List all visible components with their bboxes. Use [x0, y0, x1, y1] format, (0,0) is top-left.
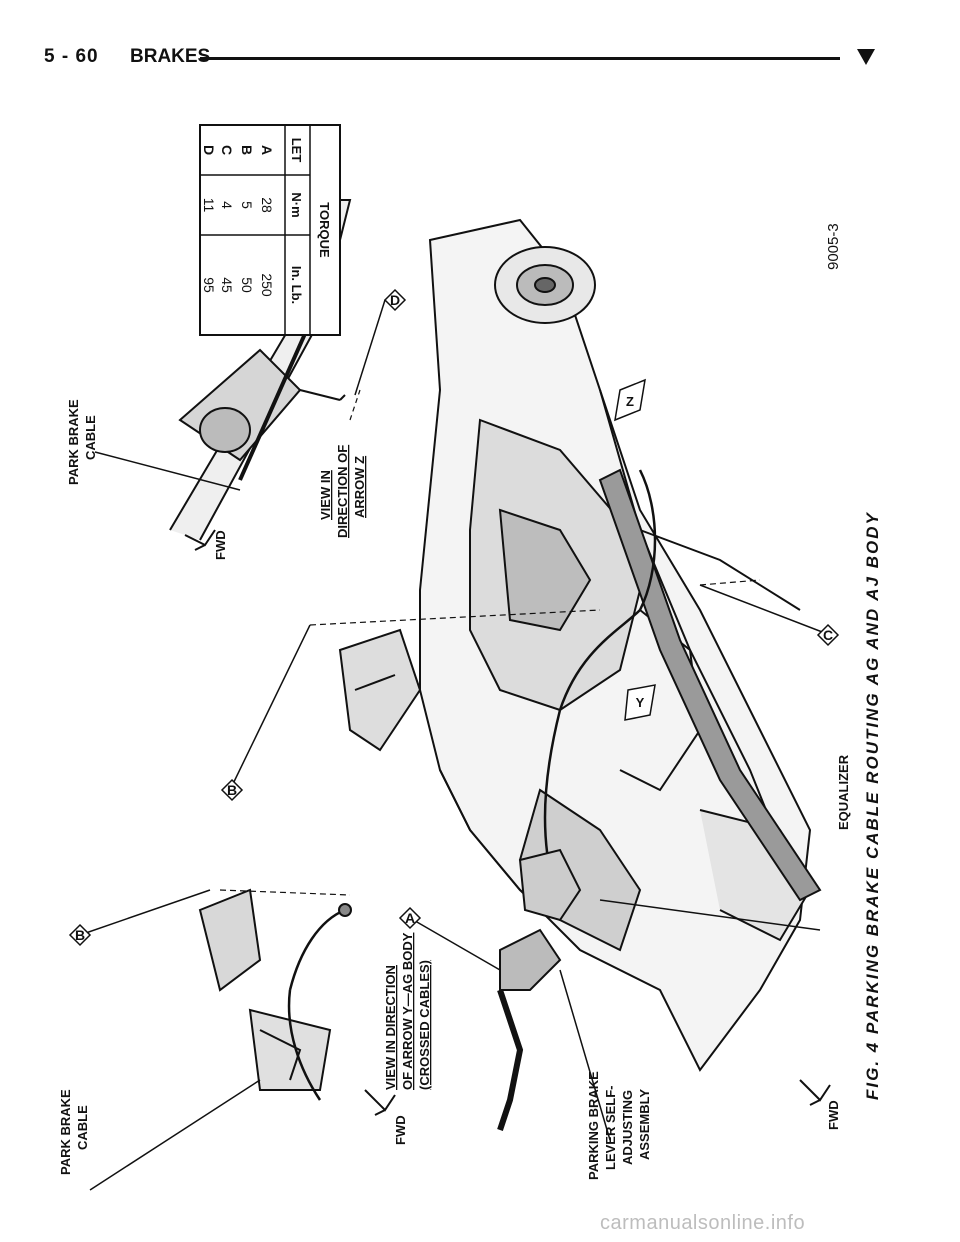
figure-label-text: CABLE [83, 415, 98, 460]
torque-row: A 28 250 [259, 145, 275, 297]
torque-title: TORQUE [317, 202, 332, 258]
view-z-inset [169, 199, 352, 541]
figure-label-text: 250 [259, 273, 275, 297]
torque-row: C 4 45 [219, 145, 235, 293]
figure-label-text: 45 [219, 277, 235, 293]
torque-header-inlb: In. Lb. [289, 266, 304, 304]
view-y-inset [198, 888, 352, 1101]
callout-a: A [398, 906, 422, 930]
fwd-top-arrow-icon [184, 529, 216, 551]
torque-header-let: LET [289, 138, 304, 163]
park-brake-cable-top-label: PARK BRAKE [66, 399, 81, 485]
park-brake-cable-left-label: PARK BRAKE [58, 1089, 73, 1175]
leader-lines [79, 299, 831, 1191]
fwd-bottom-arrow-icon [799, 1079, 831, 1106]
arrow-y-icon: Y [624, 684, 656, 721]
callout-b-left: B [68, 923, 92, 947]
page-header: 5 - 60 BRAKES [0, 0, 960, 110]
torque-table: TORQUE LET N·m In. Lb. A 28 250 B 5 50 C… [199, 124, 341, 336]
figure-label-text: OF ARROW Y—AG BODY [400, 932, 415, 1090]
figure-label-text: B [227, 782, 237, 798]
figure-label-text: ADJUSTING [620, 1090, 635, 1165]
figure-label-text: (CROSSED CABLES) [417, 960, 432, 1090]
page-number: 5 - 60 [44, 46, 99, 67]
figure-id: 9005-3 [825, 223, 842, 270]
figure-label-text: LEVER SELF- [603, 1085, 618, 1170]
floor-pan-drawing [219, 218, 822, 1131]
fwd-top-label: FWD [213, 530, 228, 560]
watermark: carmanualsonline.info [600, 1212, 806, 1234]
equalizer-label: EQUALIZER [836, 754, 851, 830]
figure-label-text: D [201, 145, 217, 155]
figure-label-text: A [405, 910, 415, 926]
torque-row: B 5 50 [239, 145, 255, 293]
figure-caption: FIG. 4 PARKING BRAKE CABLE ROUTING AG AN… [863, 511, 882, 1100]
view-z-label: VIEW IN [318, 470, 333, 520]
figure-label-text: Z [626, 394, 634, 409]
figure-label-text: D [390, 292, 400, 308]
header-rule [200, 57, 840, 60]
figure-label-text: ARROW Z [352, 456, 367, 518]
figure-label-text: Y [636, 695, 645, 710]
callout-d: D [383, 288, 407, 312]
figure-label-text: C [219, 145, 235, 155]
figure-label-text: 5 [239, 201, 255, 209]
fwd-left-label: FWD [393, 1115, 408, 1145]
callout-markers: D C B B A [68, 288, 840, 947]
figure-label-text: A [259, 145, 275, 155]
figure-label-text: 95 [201, 277, 217, 293]
figure-labels: PARK BRAKE CABLE VIEW IN DIRECTION OF AR… [58, 223, 882, 1180]
direction-arrows: Z Y [614, 378, 656, 721]
figure-label-text: ASSEMBLY [637, 1089, 652, 1160]
triangle-marker-icon [857, 49, 875, 65]
figure-label-text: CABLE [75, 1105, 90, 1150]
arrow-z-icon: Z [614, 378, 646, 422]
parking-brake-lever-label: PARKING BRAKE [586, 1071, 601, 1180]
callout-b-mid: B [220, 778, 244, 802]
view-y-label: VIEW IN DIRECTION [383, 965, 398, 1090]
figure: D C B B A Z Y PARK BRAKE CABL [0, 90, 960, 1220]
figure-label-text: 11 [201, 198, 217, 213]
torque-header-nm: N·m [289, 192, 304, 217]
figure-label-text: 50 [239, 277, 255, 293]
figure-label-text: B [75, 927, 85, 943]
callout-c: C [816, 623, 840, 647]
torque-row: D 11 95 [201, 145, 217, 293]
figure-label-text: B [239, 145, 255, 155]
brake-cable-illustration: D C B B A Z Y PARK BRAKE CABL [58, 124, 882, 1191]
figure-label-text: C [823, 627, 833, 643]
fwd-bottom-label: FWD [826, 1100, 841, 1130]
figure-label-text: 4 [219, 201, 235, 209]
figure-label-text: DIRECTION OF [335, 445, 350, 538]
figure-label-text: 28 [259, 197, 275, 213]
fwd-left-arrow-icon [364, 1089, 396, 1116]
section-title: BRAKES [130, 46, 211, 67]
